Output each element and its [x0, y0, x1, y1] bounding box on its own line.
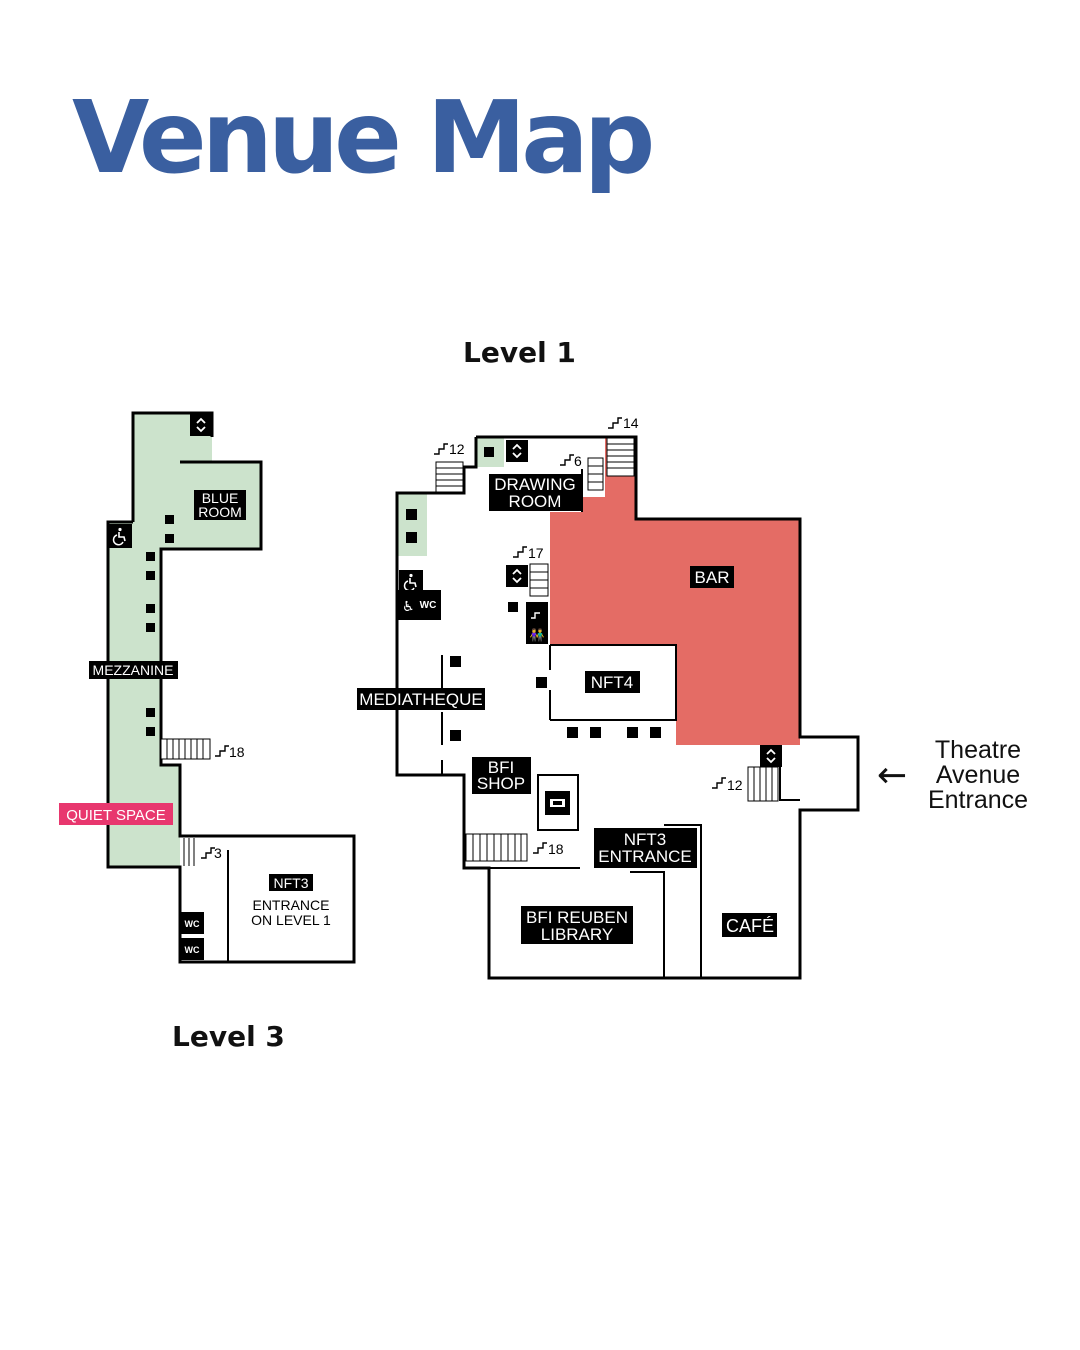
lift-icon: [759, 744, 783, 768]
svg-text:WC: WC: [185, 919, 200, 929]
l1-stairs-17: [529, 563, 549, 597]
quiet-space-label-bg: [59, 803, 173, 825]
l1-stairs-12-right: [747, 766, 779, 802]
bar-area: [550, 437, 800, 745]
l1-stairs-14: [606, 437, 635, 477]
nft3-entrance-label-2: ENTRANCE: [598, 847, 692, 866]
drawing-room-label-2: ROOM: [509, 492, 562, 511]
l1-green-zone-left: [398, 494, 427, 556]
svg-text:6: 6: [574, 453, 582, 469]
library-label-2: LIBRARY: [541, 925, 613, 944]
cafe-label: CAFÉ: [726, 916, 774, 936]
bfi-shop-label-2: SHOP: [477, 774, 525, 793]
entrance-line-3: Entrance: [927, 786, 1029, 814]
quiet-space-label: QUIET SPACE: [66, 807, 165, 824]
wc-icon: [180, 938, 204, 960]
svg-text:14: 14: [623, 415, 639, 431]
step-icon: [512, 546, 528, 558]
nft3-note-2: ON LEVEL 1: [251, 912, 331, 928]
svg-text:17: 17: [528, 545, 544, 561]
l1-stairs-18: [465, 833, 528, 862]
toilets-icon: [526, 602, 548, 644]
drawing-room-label-bg: [489, 474, 581, 511]
theatre-avenue-entrance-label: Theatre Avenue Entrance: [918, 738, 1038, 813]
level-1-plan: 12 6 14 DRAWING ROOM 17: [357, 415, 907, 980]
step-icon: [711, 777, 727, 789]
entrance-arrow-icon: ←: [877, 755, 907, 796]
level-3-label: Level 3: [172, 1020, 285, 1053]
step-icon: [214, 745, 230, 757]
drawing-room-label-1: DRAWING: [494, 475, 576, 494]
entrance-line-1: Theatre: [934, 736, 1022, 764]
nft3-entrance-label-1: NFT3: [624, 830, 667, 849]
bfi-shop-label-1: BFI: [488, 758, 514, 777]
svg-text:12: 12: [727, 777, 743, 793]
step-icon: [200, 847, 216, 859]
l1-stairs-6: [587, 457, 604, 491]
library-label-1: BFI REUBEN: [526, 908, 628, 927]
accessible-wc-icon: [397, 590, 441, 620]
wc-icon: [180, 912, 204, 934]
person-icon: ♿: [402, 599, 415, 615]
blue-room-label-2: ROOM: [198, 504, 242, 520]
svg-text:WC: WC: [185, 945, 200, 955]
bar-label: BAR: [695, 568, 730, 587]
l1-stairs-12-top: [435, 461, 464, 493]
step-icon: [433, 443, 449, 455]
level-1-label: Level 1: [463, 336, 576, 369]
step-icon: [532, 842, 548, 854]
level-3-plan: BLUE ROOM MEZZANINE QUIET SPACE 18 3: [59, 411, 356, 964]
wheelchair-icon: [107, 523, 133, 549]
nft4-label: NFT4: [591, 673, 634, 692]
entrance-line-2: Avenue: [935, 761, 1021, 789]
svg-text:WC: WC: [420, 600, 437, 611]
lift-icon: [505, 439, 529, 463]
svg-text:18: 18: [229, 744, 245, 760]
nft3-label: NFT3: [274, 875, 309, 891]
mezzanine-label: MEZZANINE: [93, 662, 174, 678]
nft3-note-1: ENTRANCE: [252, 897, 329, 913]
lift-icon: [189, 413, 213, 437]
people-icon: 👫: [530, 628, 545, 642]
l3-stairs-3: [183, 838, 195, 866]
svg-text:12: 12: [449, 441, 465, 457]
svg-text:3: 3: [214, 845, 222, 861]
mediatheque-label: MEDIATHEQUE: [359, 690, 482, 709]
lift-icon: [505, 564, 529, 588]
blue-room-label-1: BLUE: [202, 490, 239, 506]
blue-room-label-bg: [194, 490, 246, 520]
step-icon: [607, 417, 623, 429]
svg-text:18: 18: [548, 841, 564, 857]
l3-green-zone: [108, 413, 261, 867]
page-title: Venue Map: [72, 79, 655, 196]
step-icon: [559, 454, 575, 466]
l3-stairs-18: [160, 738, 211, 760]
